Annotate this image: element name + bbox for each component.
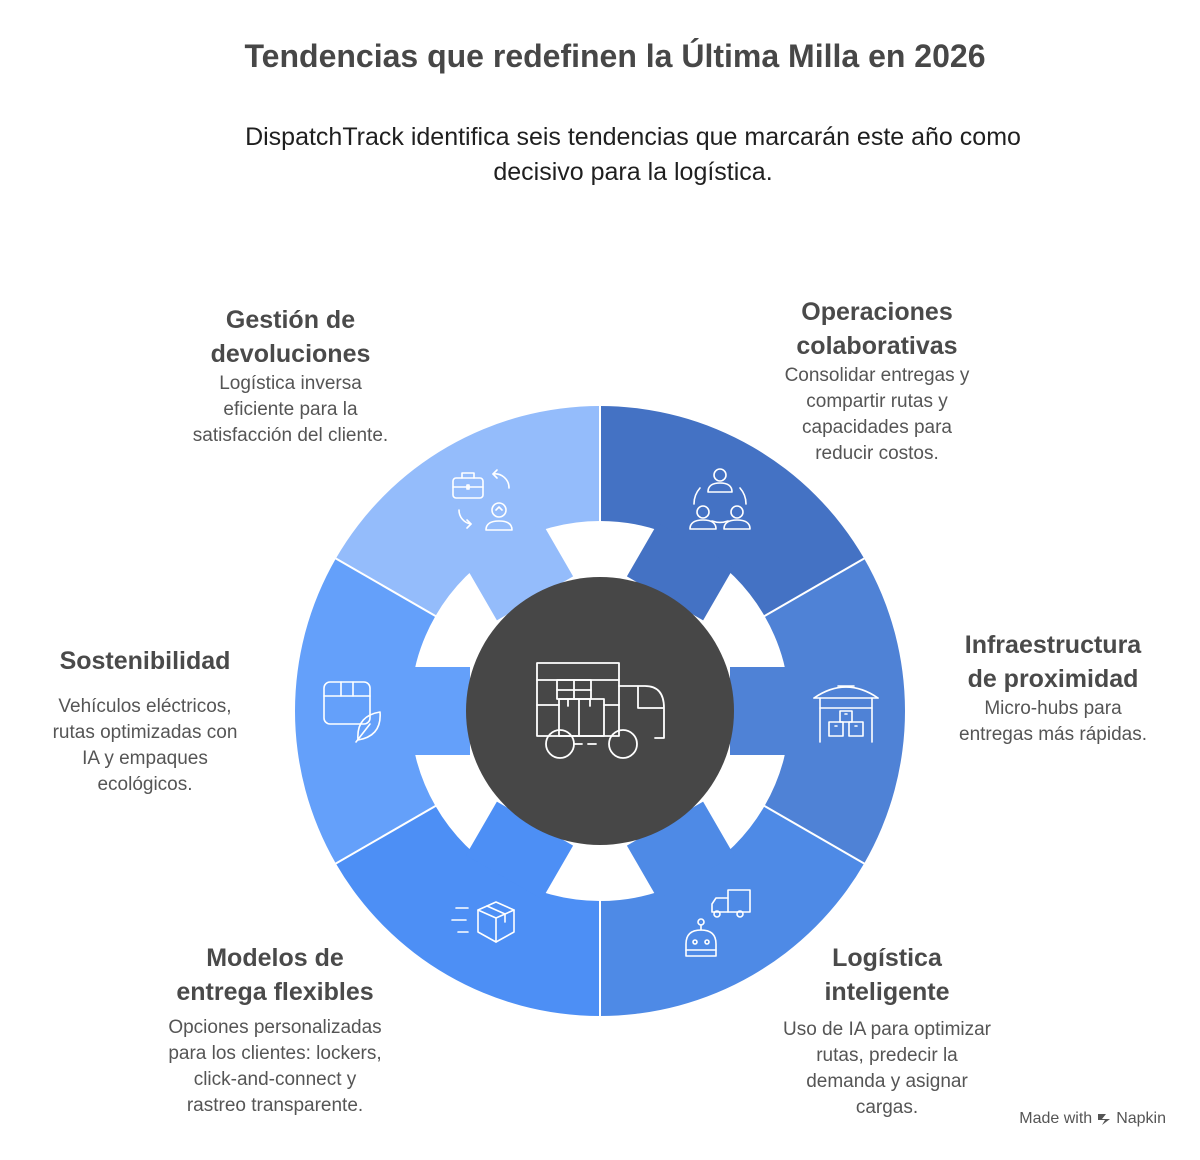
segment-logistica <box>600 806 865 1016</box>
segment-title: Logística inteligente <box>824 944 950 1006</box>
segment-divider <box>763 557 866 618</box>
segment-infraestructura <box>764 558 905 864</box>
segment-label-modelos: Modelos de entrega flexibles Opciones pe… <box>135 941 415 1119</box>
segment-connector-modelos <box>465 801 574 900</box>
napkin-logo-icon <box>1098 1114 1111 1125</box>
segment-connector-sostenibilidad <box>408 667 470 755</box>
segment-devoluciones <box>335 406 600 616</box>
segment-label-logistica: Logística inteligente Uso de IA para opt… <box>747 941 1027 1121</box>
made-with-napkin-badge[interactable]: Made with Napkin <box>1019 1110 1166 1128</box>
segment-sostenibilidad <box>295 558 436 864</box>
robot-truck-icon <box>685 889 751 957</box>
segment-description: Consolidar entregas y compartir rutas y … <box>784 365 970 464</box>
fast-package-icon <box>451 901 515 943</box>
segment-label-infraestructura: Infraestructura de proximidad Micro-hubs… <box>928 628 1178 748</box>
segment-connector-logistica <box>626 801 735 900</box>
footer-prefix: Made with <box>1019 1110 1093 1127</box>
segment-divider <box>763 804 866 865</box>
segment-label-operaciones: Operaciones colaborativas Consolidar ent… <box>742 295 1012 467</box>
segment-description: Opciones personalizadas para los cliente… <box>168 1017 382 1116</box>
page-subtitle: DispatchTrack identifica seis tendencias… <box>170 120 1096 190</box>
segment-description: Vehículos eléctricos, rutas optimizadas … <box>52 696 238 795</box>
subtitle-line: decisivo para la logística. <box>493 158 773 186</box>
segment-operaciones <box>600 406 865 616</box>
eco-package-icon <box>323 681 381 743</box>
segment-label-sostenibilidad: Sostenibilidad Vehículos eléctricos, rut… <box>20 644 270 798</box>
segment-title: Gestión de devoluciones <box>210 306 371 368</box>
subtitle-line: DispatchTrack identifica seis tendencias… <box>245 123 1021 151</box>
segment-title: Modelos de entrega flexibles <box>176 944 374 1006</box>
segment-connector-devoluciones <box>465 522 574 621</box>
segment-description: Uso de IA para optimizar rutas, predecir… <box>782 1019 992 1118</box>
segment-title: Operaciones colaborativas <box>796 298 958 360</box>
segment-divider <box>334 557 437 618</box>
warehouse-icon <box>813 685 879 743</box>
segment-divider <box>334 804 437 865</box>
segment-connector-infraestructura <box>730 667 792 755</box>
footer-brand: Napkin <box>1116 1110 1166 1127</box>
segment-description: Logística inversa eficiente para la sati… <box>192 373 389 446</box>
segment-modelos <box>335 806 600 1016</box>
page-title: Tendencias que redefinen la Última Milla… <box>244 38 986 74</box>
segment-connector-operaciones <box>626 522 735 621</box>
segment-label-devoluciones: Gestión de devoluciones Logística invers… <box>158 303 423 449</box>
team-collaboration-icon <box>689 468 751 530</box>
delivery-truck-icon <box>536 662 665 759</box>
returns-icon <box>452 469 513 531</box>
segment-title: Sostenibilidad <box>59 647 231 675</box>
segment-title: Infraestructura de proximidad <box>964 631 1142 693</box>
segment-description: Micro-hubs para entregas más rápidas. <box>959 698 1147 745</box>
